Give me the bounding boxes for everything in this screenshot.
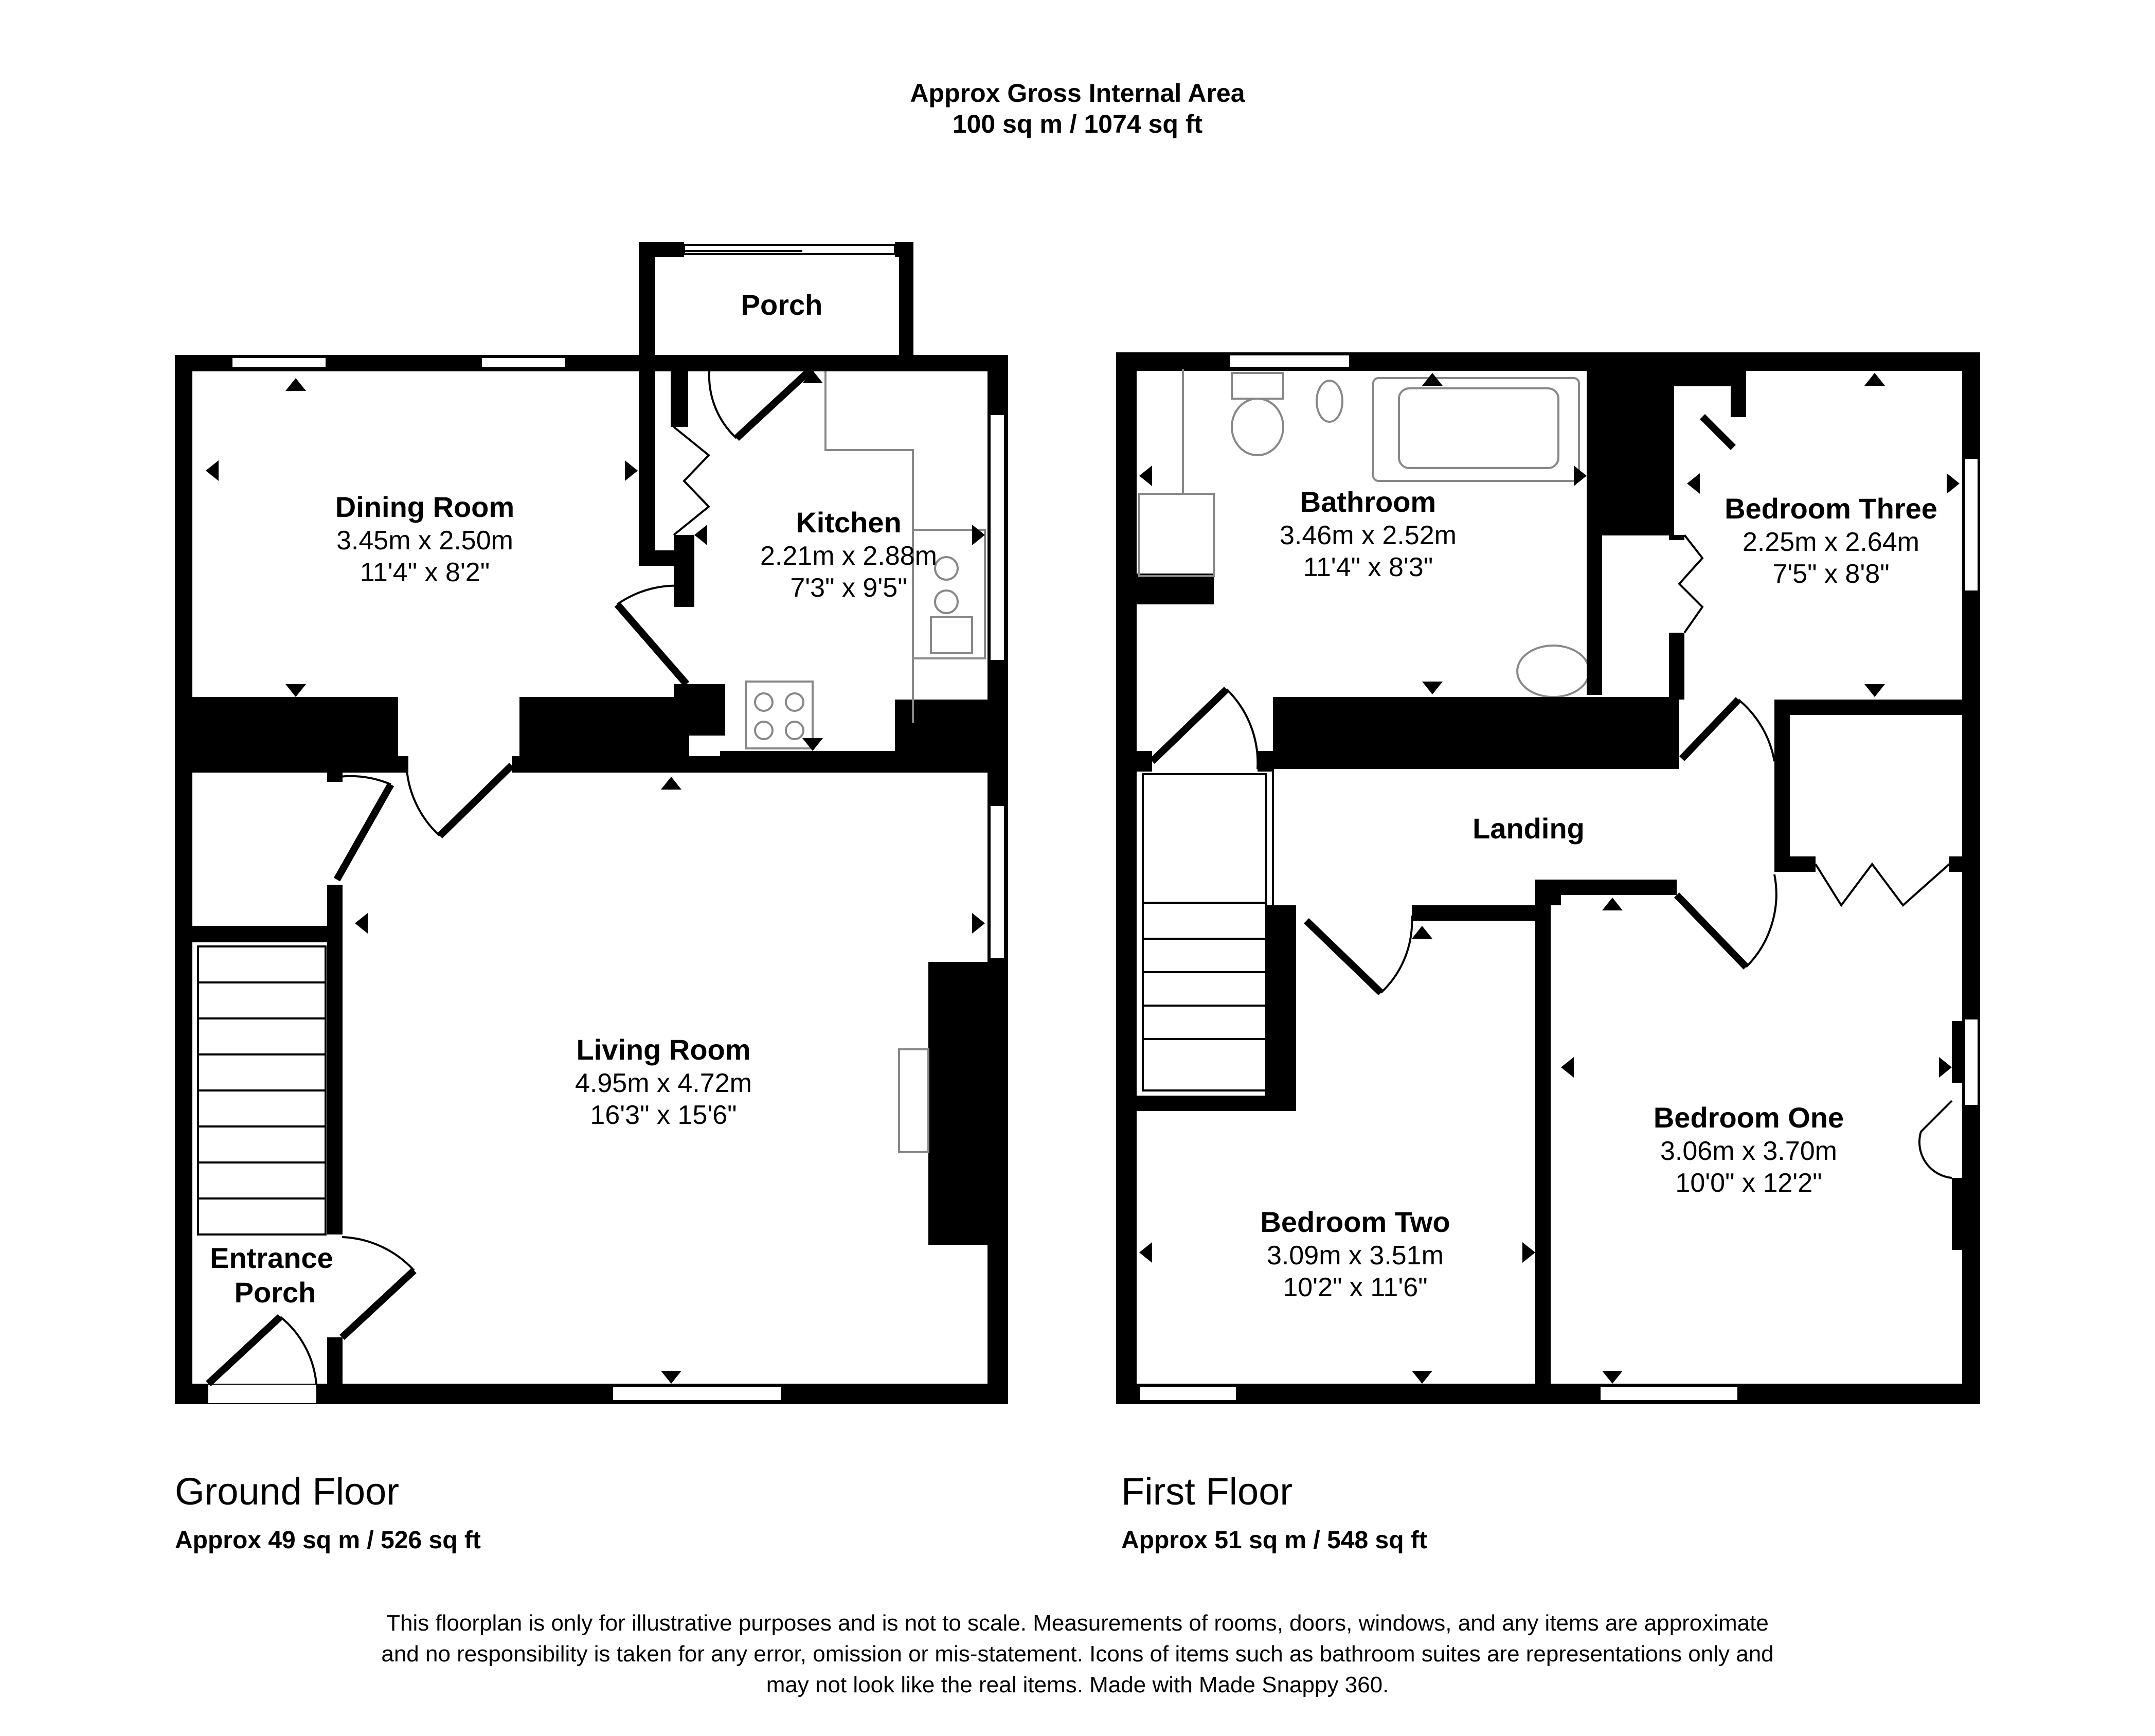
room-metric-bedroom-one: 3.06m x 3.70m	[1660, 1136, 1837, 1166]
room-metric-bedroom-two: 3.09m x 3.51m	[1267, 1241, 1444, 1270]
room-name-entrance-porch-line1: Entrance	[210, 1242, 333, 1274]
disclaimer-line-2: and no responsibility is taken for any e…	[381, 1641, 1773, 1667]
room-metric-living-room: 4.95m x 4.72m	[575, 1068, 752, 1098]
first-floor-plan	[1116, 352, 1980, 1404]
first-floor-stairs	[1142, 769, 1274, 1091]
room-name-landing: Landing	[1472, 812, 1585, 845]
ground-floor-title: Ground Floor	[175, 1470, 399, 1513]
disclaimer-line-3: may not look like the real items. Made w…	[766, 1672, 1389, 1697]
room-name-entrance-porch-line2: Porch	[235, 1276, 316, 1309]
first-floor-title: First Floor	[1121, 1470, 1292, 1513]
room-imperial-dining-room: 11'4" x 8'2"	[360, 558, 490, 587]
disclaimer-line-1: This floorplan is only for illustrative …	[386, 1610, 1769, 1636]
header-title: Approx Gross Internal Area	[910, 79, 1245, 108]
header-total-area: 100 sq m / 1074 sq ft	[953, 110, 1203, 138]
room-imperial-bedroom-two: 10'2" x 11'6"	[1283, 1273, 1427, 1302]
room-imperial-living-room: 16'3" x 15'6"	[590, 1100, 737, 1130]
room-name-bedroom-one: Bedroom One	[1654, 1101, 1844, 1134]
room-name-dining-room: Dining Room	[335, 491, 514, 523]
room-name-kitchen: Kitchen	[796, 506, 901, 539]
room-name-bedroom-three: Bedroom Three	[1725, 492, 1937, 525]
ground-floor-stairs	[197, 945, 327, 1236]
room-name-porch: Porch	[741, 289, 823, 321]
room-imperial-bedroom-three: 7'5" x 8'8"	[1772, 559, 1889, 589]
room-imperial-bathroom: 11'4" x 8'3"	[1303, 552, 1433, 582]
first-floor-area: Approx 51 sq m / 548 sq ft	[1121, 1527, 1427, 1554]
room-metric-kitchen: 2.21m x 2.88m	[760, 541, 937, 571]
room-imperial-bedroom-one: 10'0" x 12'2"	[1675, 1168, 1822, 1198]
room-name-living-room: Living Room	[576, 1033, 750, 1066]
room-metric-bedroom-three: 2.25m x 2.64m	[1743, 527, 1919, 557]
room-metric-dining-room: 3.45m x 2.50m	[336, 526, 513, 556]
ground-floor-plan	[175, 242, 1008, 1404]
first-floor-dimension-markers	[1139, 373, 1960, 1384]
room-imperial-kitchen: 7'3" x 9'5"	[790, 573, 907, 603]
ground-floor-area: Approx 49 sq m / 526 sq ft	[175, 1527, 481, 1554]
ground-floor-dimension-markers	[206, 370, 985, 1384]
room-name-bedroom-two: Bedroom Two	[1260, 1206, 1450, 1238]
room-metric-bathroom: 3.46m x 2.52m	[1280, 521, 1457, 550]
room-name-bathroom: Bathroom	[1300, 486, 1436, 518]
